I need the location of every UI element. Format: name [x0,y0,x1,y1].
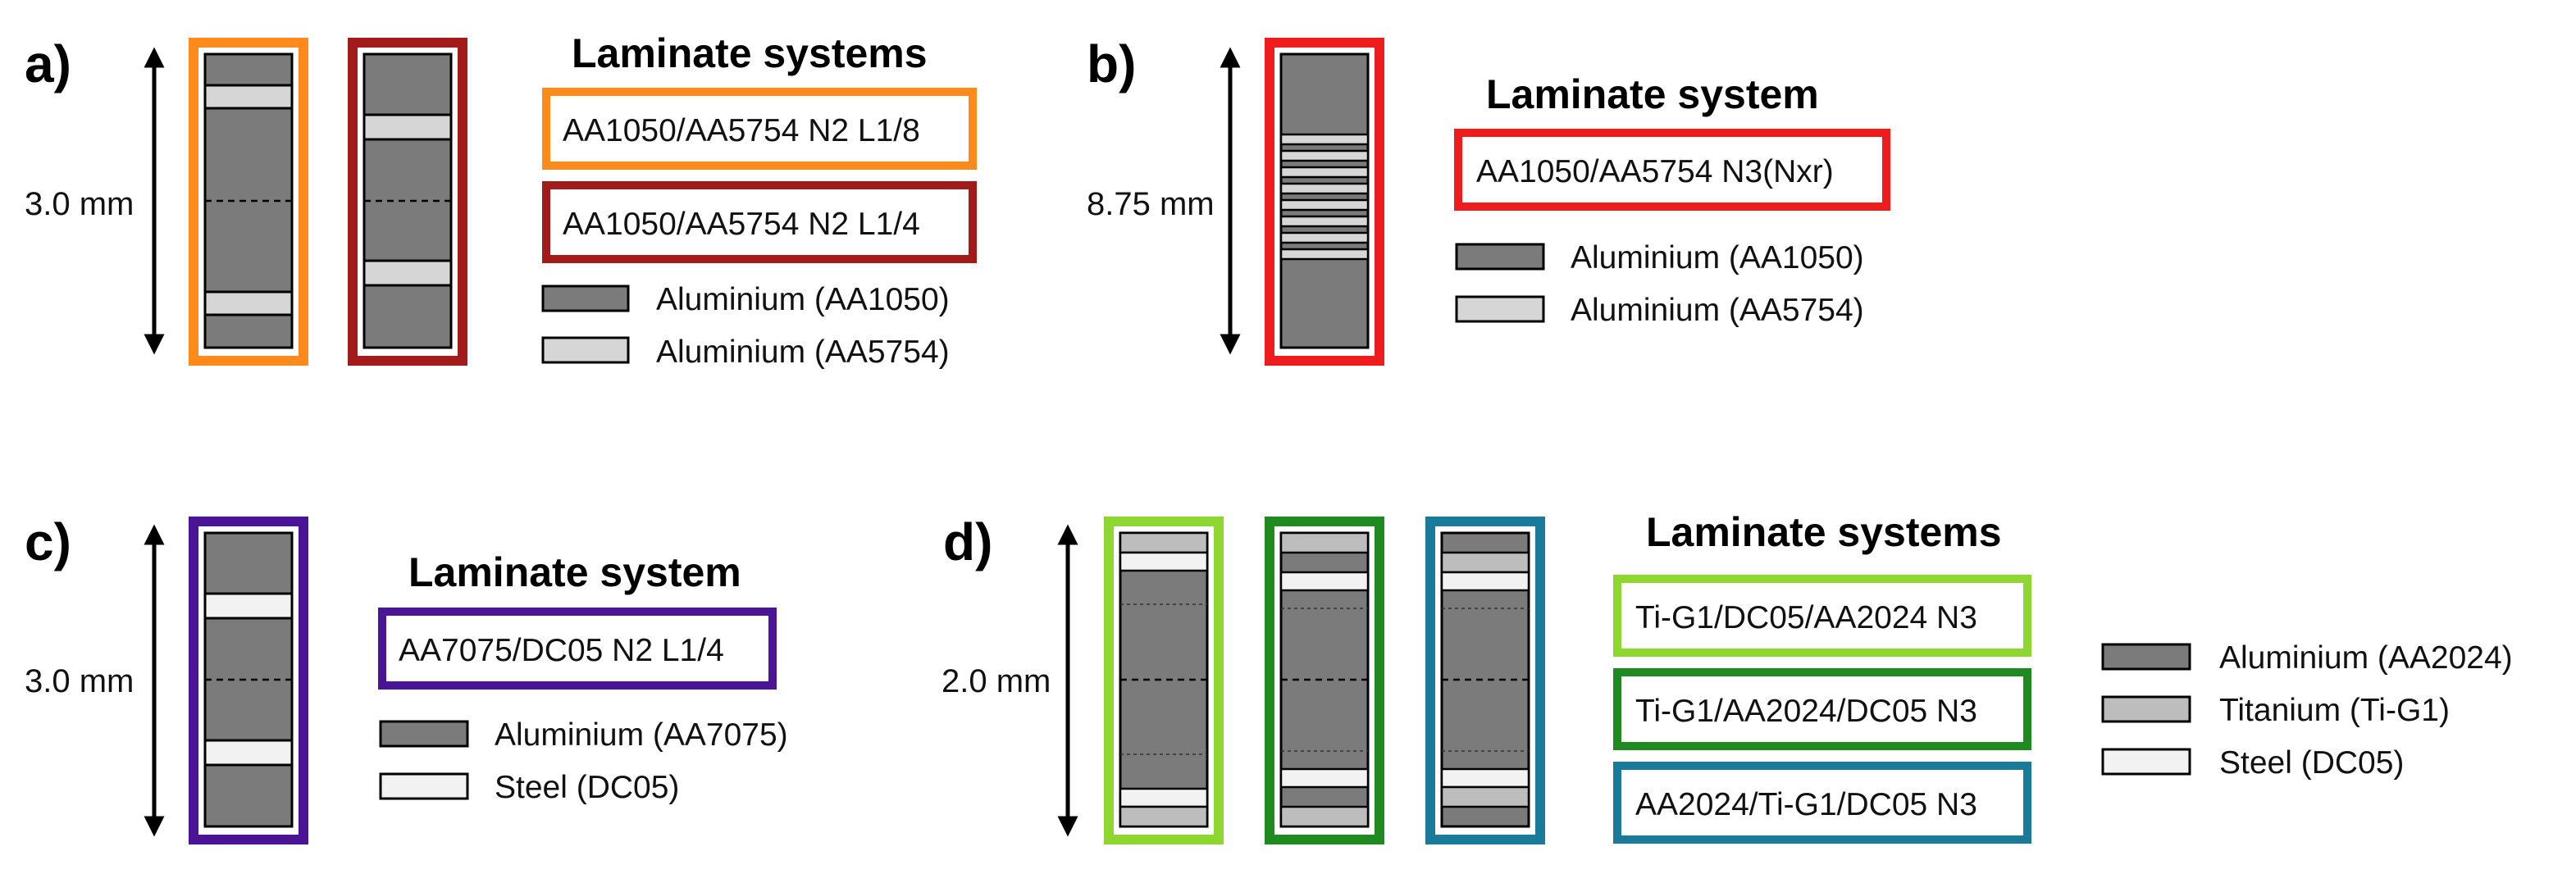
aa5754-layer [203,84,294,110]
aa5754-layer [1279,133,1370,146]
system-label-orange: AA1050/AA5754 N2 L1/8 [563,113,920,148]
legend-swatch-light-aluminium [1455,295,1545,323]
legend-label: Aluminium (AA5754) [1571,293,1864,328]
laminate-stack-d2 [1279,531,1370,828]
aa5754-layer [1279,149,1370,162]
aa5754-layer [362,113,453,141]
system-box-orange [542,88,977,170]
aa5754-layer [1279,248,1370,261]
titanium-layer [1119,805,1209,828]
panel-b-title: Laminate system [1486,71,1819,117]
thickness-label: 3.0 mm [25,663,134,699]
aa5754-layer [1279,166,1370,179]
legend-swatch-steel [379,772,469,800]
panel-c: c) 3.0 mm Laminate system AA7075/DC05 N2… [25,512,788,844]
laminate-stack-d3 [1440,531,1530,828]
titanium-layer [1440,785,1530,808]
panel-a-title: Laminate systems [572,30,928,76]
panel-c-title: Laminate system [408,549,741,595]
legend-swatch-aluminium [379,720,469,748]
panel-a: a) 3.0 mm Laminate systems AA1050/AA5754… [25,30,977,370]
panel-d-label: d) [943,512,992,571]
aa5754-layer [203,290,294,316]
steel-layer [1119,787,1209,808]
system-label-light-green: Ti-G1/DC05/AA2024 N3 [1635,600,1977,635]
system-box-dark-green [1613,668,2031,750]
system-box-purple [378,608,777,690]
titanium-layer [1279,531,1370,554]
legend-swatch-aluminium [2101,643,2191,671]
aa5754-layer [1279,231,1370,244]
system-label-teal: AA2024/Ti-G1/DC05 N3 [1635,787,1977,822]
legend-label: Aluminium (AA1050) [1571,240,1864,275]
system-label-dark-red: AA1050/AA5754 N2 L1/4 [563,207,920,242]
legend-swatch-light-aluminium [541,336,630,364]
aa5754-layer [1279,198,1370,212]
steel-layer [203,739,294,767]
system-label-purple: AA7075/DC05 N2 L1/4 [399,633,724,668]
aa5754-layer [1279,182,1370,195]
legend-label: Aluminium (AA5754) [656,335,950,370]
panel-d-title: Laminate systems [1646,509,2002,555]
laminate-stack-d1 [1119,531,1209,828]
legend-label: Aluminium (AA2024) [2219,640,2513,676]
legend-label: Steel (DC05) [2219,745,2404,781]
system-label-dark-green: Ti-G1/AA2024/DC05 N3 [1635,694,1977,729]
thickness-label: 3.0 mm [25,186,134,222]
legend-label: Aluminium (AA1050) [656,282,950,317]
panel-a-label: a) [25,34,71,93]
legend-label: Steel (DC05) [495,770,679,805]
steel-layer [1440,571,1530,592]
panel-d: d) 2.0 mm [941,509,2513,844]
thickness-label: 2.0 mm [941,663,1051,699]
steel-layer [1119,551,1209,572]
aa5754-layer [1279,215,1370,228]
panel-c-label: c) [25,512,71,571]
titanium-layer [1279,805,1370,828]
legend-swatch-titanium [2101,695,2191,723]
aa5754-layer [362,259,453,287]
thickness-label: 8.75 mm [1087,186,1215,222]
titanium-layer [1440,551,1530,574]
panel-b: b) 8.75 mm Laminate system AA1050/AA5754… [1087,34,1890,366]
titanium-layer [1119,531,1209,554]
legend-swatch-aluminium [1455,243,1545,271]
system-box-red [1454,129,1890,211]
laminate-stack-c [203,531,294,828]
steel-layer [1279,767,1370,789]
steel-layer [1279,571,1370,592]
system-box-teal [1613,762,2031,844]
system-box-light-green [1613,575,2031,657]
legend-label: Aluminium (AA7075) [495,717,788,753]
laminate-stack-a1 [203,52,294,349]
laminate-stack-b [1279,52,1370,349]
legend-swatch-aluminium [541,285,630,312]
steel-layer [203,592,294,620]
legend-swatch-steel [2101,748,2191,776]
panel-b-label: b) [1087,34,1136,93]
system-box-dark-red [542,181,977,263]
system-label-red: AA1050/AA5754 N3(Nxr) [1476,154,1834,189]
laminate-stack-a2 [362,52,453,349]
legend-label: Titanium (Ti-G1) [2219,693,2450,728]
steel-layer [1440,767,1530,789]
